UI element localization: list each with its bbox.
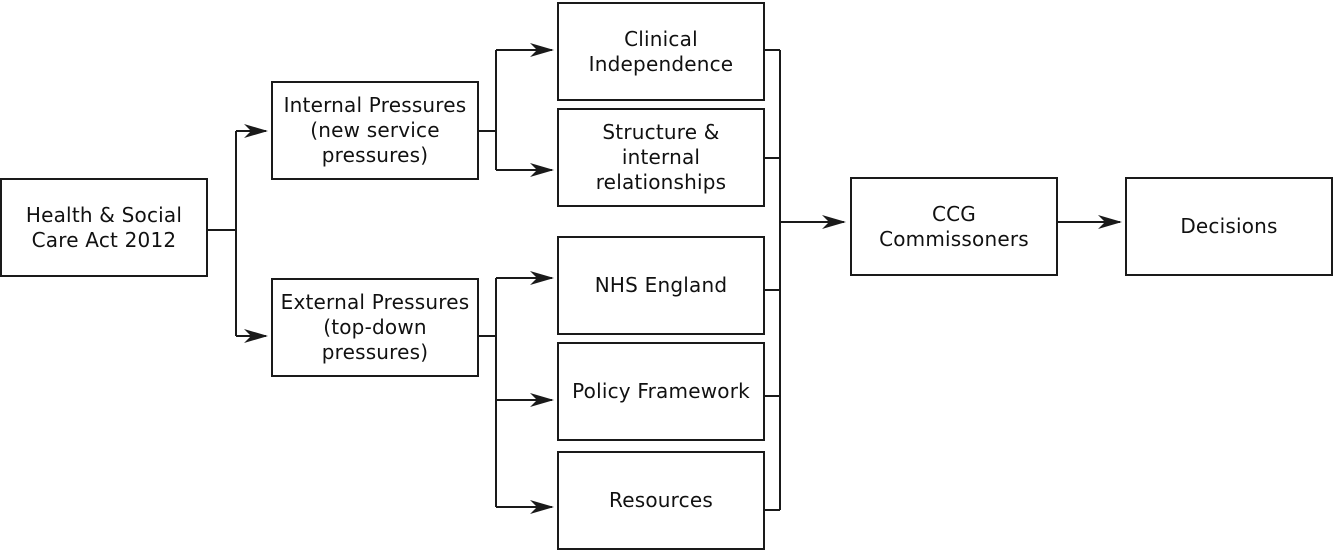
box-resources: Resources [557,451,765,550]
box-label-line: pressures) [321,340,429,364]
box-label-line: relationships [595,170,727,194]
box-external-pressures: External Pressures (top-down pressures) [271,278,479,377]
box-label-line: Internal Pressures [283,93,467,117]
box-label-line: (top-down [323,315,427,339]
box-label-line: Resources [609,488,713,512]
box-label-line: CCG [931,201,976,226]
box-label-line: pressures) [321,143,429,167]
box-decisions: Decisions [1125,177,1333,276]
box-label-line: NHS England [594,273,728,297]
box-label-line: Care Act 2012 [31,227,177,252]
box-nhs-england: NHS England [557,236,765,335]
box-label-line: Structure & [602,120,720,144]
box-label-line: Health & Social [25,202,183,227]
box-clinical-independence: Clinical Independence [557,2,765,101]
box-label-line: internal [621,145,701,169]
box-internal-pressures: Internal Pressures (new service pressure… [271,81,479,180]
box-label-line: External Pressures [280,290,470,314]
box-label-line: Decisions [1180,214,1278,238]
box-label-line: (new service [310,118,440,142]
box-structure-relationships: Structure & internal relationships [557,108,765,207]
box-label-line: Commissoners [879,226,1029,251]
box-ccg-commissioners: CCG Commissoners [850,177,1058,276]
box-policy-framework: Policy Framework [557,342,765,441]
box-health-social-care-act: Health & Social Care Act 2012 [0,178,208,277]
box-label-line: Independence [588,51,734,76]
box-label-line: Policy Framework [572,379,750,403]
box-label-line: Clinical [624,26,698,51]
